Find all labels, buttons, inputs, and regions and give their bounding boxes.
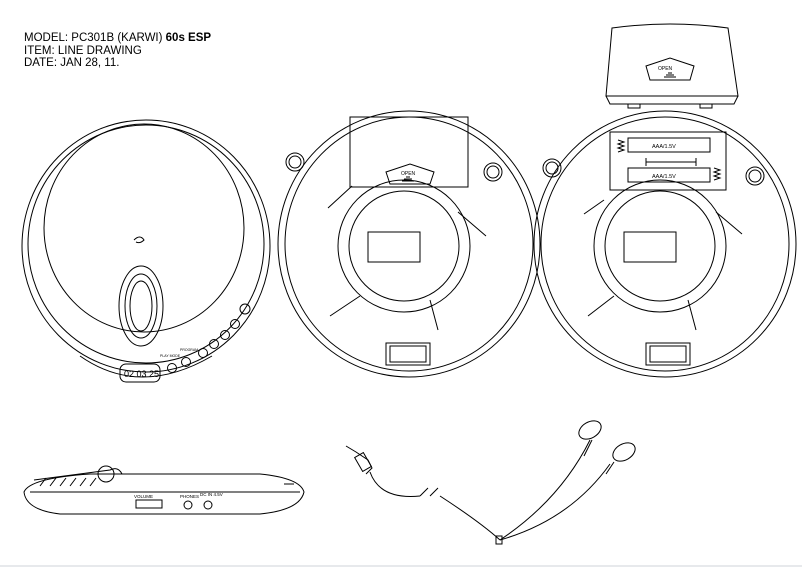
dc-label: DC IN 4.5V xyxy=(200,492,223,497)
cord-right xyxy=(439,495,501,541)
battery-inner-ring xyxy=(540,116,790,372)
arrow-icon xyxy=(402,176,414,182)
front-inner-ring xyxy=(27,124,265,364)
cord-earbud-2 xyxy=(499,463,611,541)
hub-outer xyxy=(337,179,471,313)
lens-inner xyxy=(124,273,158,339)
battery-1 xyxy=(627,137,711,153)
battery-plate-inner xyxy=(649,345,687,363)
door-shell xyxy=(605,23,739,97)
earbud-left xyxy=(578,420,602,440)
model-suffix: 60s ESP xyxy=(165,32,212,44)
door-label-2: OPEN xyxy=(658,66,673,72)
item-line: ITEM: LINE DRAWING xyxy=(24,44,142,57)
battery-contact xyxy=(645,158,697,166)
battery-2 xyxy=(627,167,711,183)
back-plate xyxy=(385,342,431,366)
plug-body xyxy=(353,451,373,473)
battery-plate xyxy=(645,342,691,366)
hub-inner-r xyxy=(604,190,716,302)
door-tab-2 xyxy=(645,57,695,81)
cord-splitter xyxy=(495,535,503,545)
date-line: DATE: JAN 28, 11. xyxy=(24,57,120,69)
battery-compartment xyxy=(609,131,727,191)
side-body xyxy=(23,473,305,515)
volume-wheel[interactable] xyxy=(135,499,163,509)
battery-1-label: AAA/1.5V xyxy=(652,144,676,150)
foot-right-r xyxy=(745,166,765,186)
logo-icon xyxy=(133,236,145,244)
springs xyxy=(616,139,722,181)
battery-view-window xyxy=(623,231,677,263)
button-program[interactable] xyxy=(181,357,191,367)
foot-left-r-inner xyxy=(545,161,559,175)
earbud-right xyxy=(612,442,636,462)
cord-left xyxy=(369,471,421,497)
control-strip xyxy=(79,355,213,378)
foot-left-r xyxy=(542,158,562,178)
back-view: OPEN xyxy=(277,110,541,378)
foot-left xyxy=(285,152,305,172)
back-plate-inner xyxy=(389,345,427,363)
foot-left-inner xyxy=(288,155,302,169)
side-grip xyxy=(39,477,97,487)
foot-right xyxy=(483,162,503,182)
spokes-r xyxy=(583,199,743,331)
front-outer-ring xyxy=(21,119,271,373)
battery-view: AAA/1.5V AAA/1.5V xyxy=(533,110,797,378)
cord-break-icon xyxy=(419,487,439,497)
back-window xyxy=(367,231,421,263)
foot-right-inner xyxy=(486,165,500,179)
earbud-stems xyxy=(583,439,615,475)
hub-outer-r xyxy=(593,179,727,313)
dc-jack[interactable] xyxy=(203,500,213,510)
caption-program: PROGRAM xyxy=(180,348,198,352)
button-4[interactable] xyxy=(230,319,240,329)
side-dial xyxy=(97,465,115,483)
arrow-icon-2 xyxy=(664,72,676,78)
front-display xyxy=(119,363,161,383)
side-view: VOLUME PHONES DC IN 4.5V xyxy=(23,465,305,515)
phones-label: PHONES xyxy=(180,494,199,499)
header-block: MODEL: PC301B (KARWI) 60s ESP ITEM: LINE… xyxy=(24,32,211,70)
model-label: MODEL: PC301B (KARWI) xyxy=(24,32,166,44)
back-outer-ring xyxy=(277,110,541,378)
door-clips xyxy=(627,104,713,109)
button-open[interactable] xyxy=(239,303,251,315)
button-1[interactable] xyxy=(198,348,208,358)
phones-jack[interactable] xyxy=(183,500,193,510)
side-top-edge xyxy=(33,468,123,481)
cord-earbud-1 xyxy=(499,439,591,541)
earphones xyxy=(345,420,636,545)
button-play-mode[interactable] xyxy=(167,363,177,373)
button-2[interactable] xyxy=(209,339,219,349)
lens-window xyxy=(118,265,164,347)
foot-right-r-inner xyxy=(748,169,762,183)
battery-2-label: AAA/1.5V xyxy=(652,174,676,180)
volume-label: VOLUME xyxy=(134,494,153,499)
front-lid xyxy=(43,123,245,333)
battery-door xyxy=(349,116,469,188)
door-shell-base xyxy=(605,95,739,105)
hub-inner xyxy=(348,190,460,302)
front-view: 02 03 25 PLAY MODE PROGRAM xyxy=(21,119,271,383)
front-display-text: 02 03 25 xyxy=(124,369,159,379)
model-line: MODEL: PC301B (KARWI) 60s ESP xyxy=(24,32,211,45)
button-3[interactable] xyxy=(220,330,230,340)
back-inner-ring xyxy=(284,116,534,372)
caption-play-mode: PLAY MODE xyxy=(160,354,181,358)
door-label: OPEN xyxy=(401,171,416,177)
lens-core xyxy=(129,280,153,332)
battery-door-detached: OPEN xyxy=(605,23,739,109)
spokes xyxy=(327,185,487,331)
battery-outer-ring xyxy=(533,110,797,378)
